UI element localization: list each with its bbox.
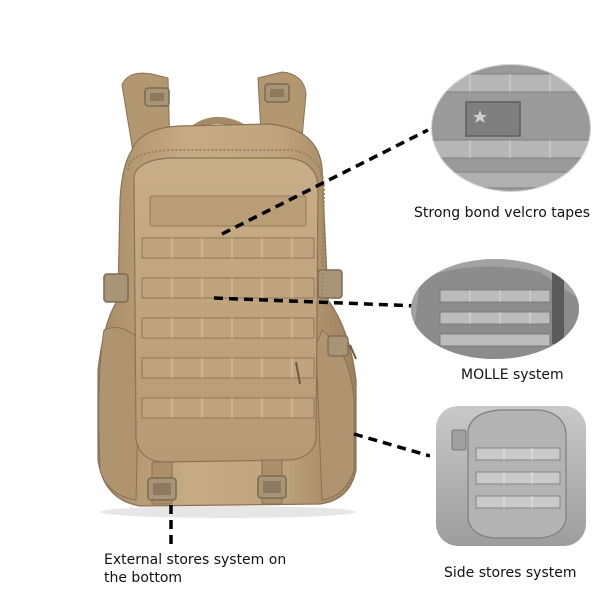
flag-patch	[465, 101, 521, 137]
velcro-patch	[149, 195, 307, 227]
callout-line-velcro	[221, 128, 429, 236]
inset-velcro-photo	[430, 63, 592, 193]
caption-bottom-stores: External stores system on the bottom	[104, 552, 287, 586]
caption-molle: MOLLE system	[461, 367, 564, 383]
caption-side-stores: Side stores system	[444, 565, 577, 581]
front-panel	[133, 157, 319, 463]
callout-lines	[169, 128, 431, 546]
inset-molle-photo	[411, 259, 579, 359]
callout-line-side	[353, 432, 431, 458]
caption-velcro: Strong bond velcro tapes	[414, 205, 591, 221]
inset-side-photo	[430, 368, 598, 554]
molle-webbing	[141, 237, 315, 419]
callout-line-molle	[213, 296, 419, 308]
backpack	[97, 71, 357, 518]
left-side-pocket	[98, 327, 141, 501]
star-icon	[473, 110, 487, 123]
